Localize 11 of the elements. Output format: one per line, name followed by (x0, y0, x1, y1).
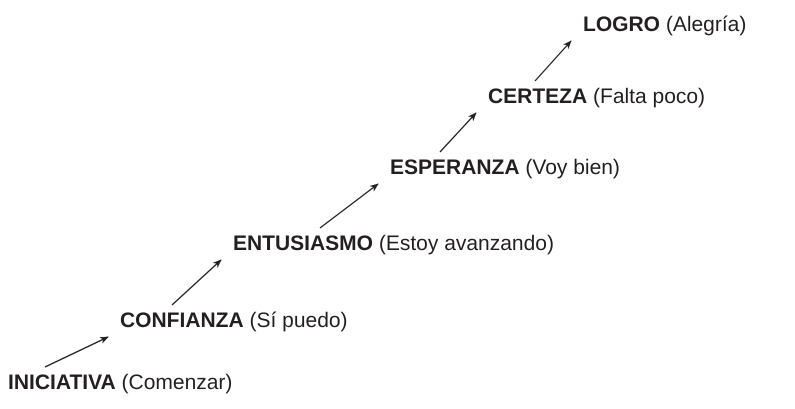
arrow (44, 336, 109, 368)
stage-label: ENTUSIASMO (Estoy avanzando) (233, 231, 554, 257)
stage-label: INICIATIVA (Comenzar) (8, 370, 232, 396)
stage-label: CERTEZA (Falta poco) (488, 84, 706, 110)
arrow (440, 112, 477, 152)
stage-label: ESPERANZA (Voy bien) (390, 155, 620, 181)
arrow (534, 40, 572, 82)
arrow (320, 183, 379, 229)
stage-label: CONFIANZA (Sí puedo) (120, 308, 348, 334)
arrow (172, 259, 222, 306)
stage-label: LOGRO (Alegría) (583, 12, 746, 38)
